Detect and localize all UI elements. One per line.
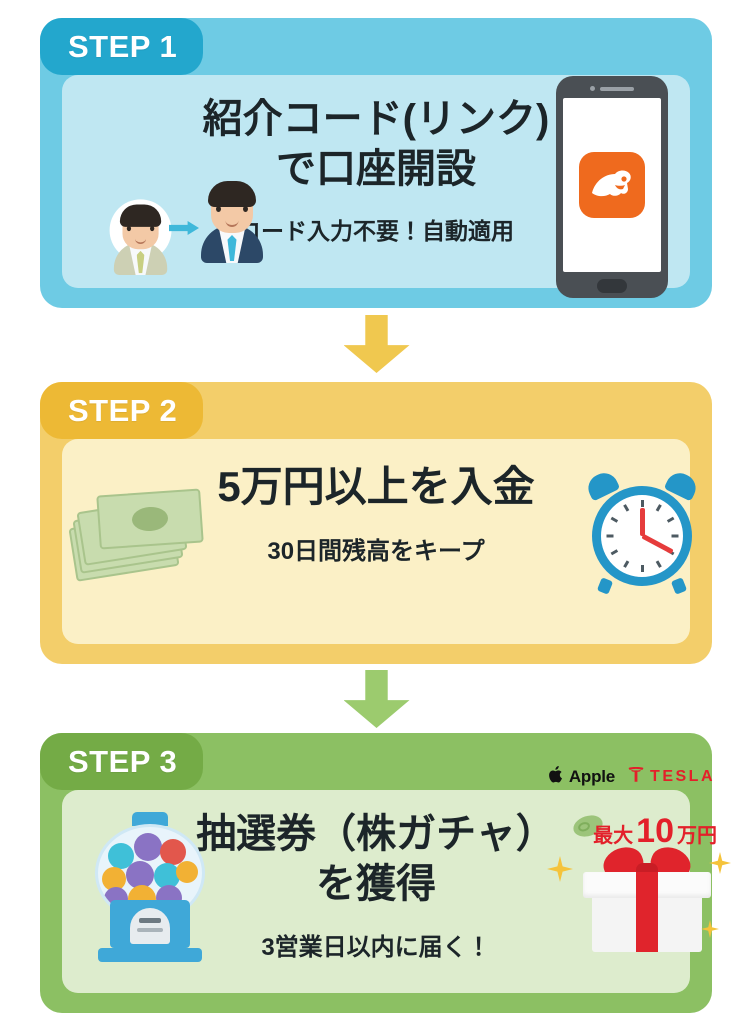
reward-amount: 最大 10 万円	[593, 812, 717, 851]
arrow-step1-to-step2	[343, 315, 410, 373]
apple-brand: Apple	[548, 765, 616, 788]
tesla-brand: TESLA	[626, 766, 715, 787]
referral-avatars-icon	[107, 171, 282, 281]
step-badge-3: STEP 3	[40, 733, 204, 790]
alarm-clock-icon	[583, 468, 701, 595]
phone-home-button	[597, 279, 627, 293]
apple-logo-icon	[548, 765, 565, 788]
step-card-1: STEP 1	[40, 18, 712, 308]
apple-brand-label: Apple	[568, 766, 616, 786]
arrow-down-icon	[343, 315, 410, 373]
avatar-referee	[193, 173, 271, 263]
arrow-down-icon	[343, 670, 410, 728]
avatar-referrer	[107, 198, 174, 275]
tesla-logo-icon	[626, 766, 646, 787]
phone-screen	[563, 98, 661, 272]
gumball-machine-icon	[88, 812, 212, 964]
sparkle-icon	[709, 852, 731, 874]
phone-camera-icon	[590, 86, 634, 91]
step-badge-1: STEP 1	[40, 18, 204, 75]
smartphone-app-icon	[556, 76, 668, 298]
arrow-step2-to-step3	[343, 670, 410, 728]
brand-logos-row: Apple TESLA	[548, 765, 715, 788]
reward-suffix: 万円	[677, 825, 717, 847]
money-stack-icon	[68, 478, 210, 586]
reward-prefix: 最大	[593, 825, 634, 847]
arrow-right-icon	[169, 221, 199, 235]
gift-box-icon	[583, 842, 711, 952]
step-badge-2: STEP 2	[40, 382, 204, 439]
reward-value: 10	[636, 812, 674, 850]
tesla-brand-label: TESLA	[650, 767, 715, 785]
moomoo-bull-app-icon	[579, 152, 645, 218]
